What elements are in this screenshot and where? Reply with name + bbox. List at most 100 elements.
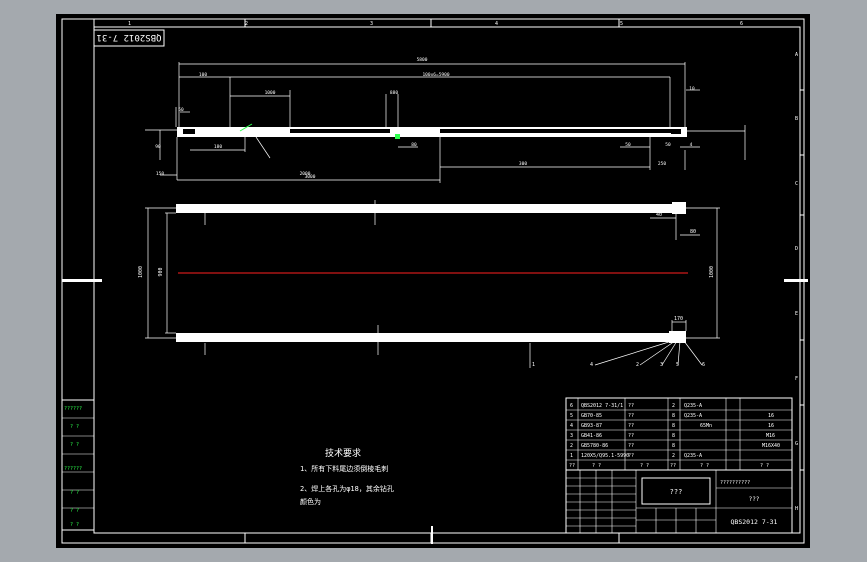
bom-qty: 8 — [672, 433, 675, 439]
row-mark-E: E — [795, 311, 798, 317]
bom-header: ? ? — [760, 463, 769, 469]
bom-code: QBS2012 7-31/1 — [581, 403, 623, 409]
top-dim-1: 1000 — [265, 90, 276, 96]
col-mark-1: 1 — [128, 21, 131, 27]
bom-qty: 8 — [672, 413, 675, 419]
front-lower-rail[interactable] — [176, 333, 684, 342]
callout-2: 2 — [636, 362, 639, 368]
bom-name: ?? — [628, 433, 634, 439]
bom-no: 1 — [570, 453, 573, 459]
front-dim-left-inner: 900 — [158, 267, 164, 276]
left-strip-5: ? ? — [70, 508, 79, 514]
left-strip-0: ?????? — [64, 406, 82, 412]
front-dim-right: 1000 — [709, 266, 715, 278]
bom-qty: 8 — [672, 423, 675, 429]
bom-code: GB93-87 — [581, 423, 602, 429]
front-small-0: 40 — [656, 212, 662, 218]
col-mark-6: 6 — [740, 21, 743, 27]
top-dim-16: 2000 — [300, 171, 311, 177]
bom-qty: 2 — [672, 403, 675, 409]
left-strip: ?????? ? ? ? ? ?????? ? ? ? ? ? ? — [61, 399, 95, 531]
top-dim-2: 100x6=5900 — [422, 72, 449, 78]
front-small-1: 80 — [690, 229, 696, 235]
bom-qty: 2 — [672, 453, 675, 459]
top-dim-8: 80 — [411, 142, 417, 148]
callout-6: 6 — [702, 362, 705, 368]
col-mark-2: 2 — [245, 21, 248, 27]
bom-name: ?? — [628, 423, 634, 429]
bom-code: GB41-86 — [581, 433, 602, 439]
notes-line-2: 2、焊上各孔为φ18，其余钻孔 — [300, 484, 394, 493]
top-dim-4: 10 — [689, 86, 695, 92]
front-view: 1000 900 1000 40 80 170 1 2 3 4 5 6 — [138, 200, 720, 368]
bom-mat: Q235-A — [684, 413, 702, 419]
top-dim-5: 50 — [178, 107, 184, 113]
bom-header: ? ? — [592, 463, 601, 469]
left-strip-6: ? ? — [70, 522, 79, 528]
title-part: ?????????? — [720, 480, 750, 486]
title-block: ??? ?????????? ??? QBS2012 7-31 — [565, 469, 793, 534]
bom-mat: 65Mn — [700, 423, 712, 429]
top-dim-13: 300 — [519, 161, 527, 167]
bom-name: ?? — [628, 413, 634, 419]
top-dim-12: 150 — [156, 171, 164, 177]
bom-note: 16 — [768, 423, 774, 429]
top-dim-14: 3000 — [305, 174, 316, 180]
top-view-beam[interactable] — [177, 127, 687, 137]
callout-5: 5 — [676, 362, 679, 368]
row-mark-D: D — [795, 246, 798, 252]
bom-header: ?? — [569, 463, 575, 469]
callout-1: 1 — [532, 362, 535, 368]
bom-header: ? ? — [640, 463, 649, 469]
bom-name: ?? — [628, 453, 634, 459]
top-dim-0: 100 — [199, 72, 207, 78]
bom-qty: 8 — [672, 443, 675, 449]
row-mark-F: F — [795, 376, 798, 382]
bom-note: 16 — [768, 413, 774, 419]
bom-no: 4 — [570, 423, 573, 429]
notes-line-3: 颜色为 — [300, 497, 321, 506]
top-dim-11: 4 — [690, 142, 693, 148]
left-strip-2: ? ? — [70, 442, 79, 448]
bom-name: ?? — [628, 443, 634, 449]
bom-code: GB5780-86 — [581, 443, 608, 449]
row-mark-B: B — [795, 116, 798, 122]
left-strip-1: ? ? — [70, 424, 79, 430]
bom-no: 6 — [570, 403, 573, 409]
bom-name: ?? — [628, 403, 634, 409]
row-mark-H: H — [795, 506, 798, 512]
top-dim-10: 50 — [665, 142, 671, 148]
col-mark-3: 3 — [370, 21, 373, 27]
title-name: ??? — [670, 488, 683, 496]
bom-rows: 6 QBS2012 7-31/1 ?? 2 Q235-A 5 GB70-85 ?… — [569, 403, 780, 469]
col-mark-4: 4 — [495, 21, 498, 27]
bom-mat: Q235-A — [684, 453, 702, 459]
row-mark-C: C — [795, 181, 798, 187]
bom-no: 3 — [570, 433, 573, 439]
top-dim-overall: 5800 — [417, 57, 428, 63]
top-dim-3: 880 — [390, 90, 398, 96]
front-upper-rail[interactable] — [176, 204, 684, 213]
title-sub: ??? — [749, 496, 760, 503]
bom-code: 120X5/Q95.1-5990 — [581, 453, 629, 459]
bom-mat: Q235-A — [684, 403, 702, 409]
col-mark-5: 5 — [620, 21, 623, 27]
bom-header: ? ? — [700, 463, 709, 469]
top-dim-9: 50 — [625, 142, 631, 148]
left-strip-4: ? ? — [70, 490, 79, 496]
notes-line-1: 1、所有下料尾边须倒棱毛刺 — [300, 464, 388, 473]
top-dim-15: 250 — [658, 161, 666, 167]
bom-no: 2 — [570, 443, 573, 449]
title-drawing-no: QBS2012 7-31 — [731, 518, 778, 526]
top-dim-7: 180 — [214, 144, 222, 150]
front-dim-left-outer: 1000 — [138, 266, 144, 278]
bom-note: M16 — [766, 433, 775, 439]
bom-header: ?? — [670, 463, 676, 469]
top-view: 5800 100 1000 100x6=5900 880 10 50 90 18… — [145, 57, 746, 183]
left-strip-3: ?????? — [64, 466, 82, 472]
technical-notes: 技术要求 1、所有下料尾边须倒棱毛刺 2、焊上各孔为φ18，其余钻孔 颜色为 — [300, 447, 394, 506]
bom-note: M16X40 — [762, 443, 780, 449]
row-mark-A: A — [795, 52, 798, 58]
